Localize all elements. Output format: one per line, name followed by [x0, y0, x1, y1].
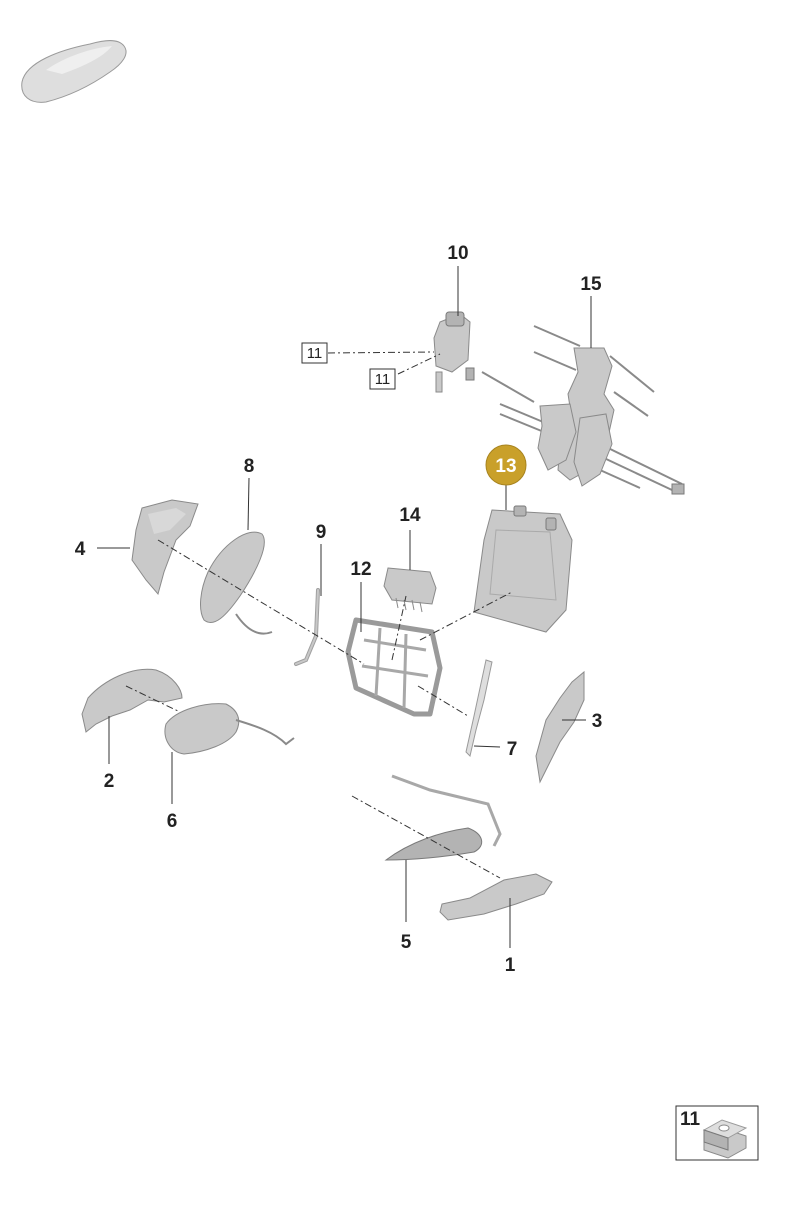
part-4-side-cover[interactable] [131, 499, 199, 596]
grommet-icon [702, 1119, 748, 1159]
legend-part-11[interactable]: 11 [675, 1105, 759, 1161]
callout-5[interactable]: 5 [401, 932, 412, 953]
svg-text:11: 11 [680, 1109, 701, 1130]
boxed-ref-11-b[interactable]: 11 [369, 368, 396, 390]
leader-lines [97, 266, 592, 948]
svg-text:11: 11 [375, 371, 391, 388]
part-7-trim-strip[interactable] [465, 659, 493, 757]
part-10-actuator[interactable] [433, 311, 471, 393]
part-12-frame[interactable] [345, 617, 443, 717]
callout-14[interactable]: 14 [399, 505, 421, 526]
part-1-lower-trim[interactable] [439, 873, 553, 921]
callout-3[interactable]: 3 [592, 711, 603, 732]
part-15-harness[interactable] [465, 325, 685, 495]
callout-4[interactable]: 4 [75, 539, 86, 560]
assembly-lines [125, 351, 513, 879]
callout-9[interactable]: 9 [316, 522, 327, 543]
callout-2[interactable]: 2 [104, 771, 115, 792]
svg-text:11: 11 [307, 345, 323, 362]
callout-7[interactable]: 7 [507, 739, 518, 760]
part-6-cushion[interactable] [164, 703, 295, 755]
part-5-cushion-panel[interactable] [384, 774, 502, 861]
callout-13-highlight[interactable]: 13 [485, 444, 527, 486]
part-9-bracket[interactable] [294, 588, 320, 666]
callout-6[interactable]: 6 [167, 811, 178, 832]
svg-text:13: 13 [495, 456, 516, 477]
part-8-bolster-cushion[interactable] [200, 531, 273, 635]
callout-15[interactable]: 15 [580, 274, 602, 295]
callout-10[interactable]: 10 [447, 243, 468, 264]
boxed-ref-11-a[interactable]: 11 [301, 342, 328, 364]
callout-12[interactable]: 12 [350, 559, 371, 580]
callouts: 10 15 8 14 9 4 12 3 7 2 6 5 1 [75, 243, 603, 976]
callout-8[interactable]: 8 [244, 456, 255, 477]
part-13-backrest-panel[interactable] [473, 505, 573, 633]
part-2-side-cover[interactable] [81, 668, 183, 733]
car-thumbnail[interactable] [21, 40, 127, 103]
callout-1[interactable]: 1 [505, 955, 516, 976]
part-14-control-module[interactable] [383, 567, 437, 613]
part-3-trim-cover[interactable] [535, 670, 585, 784]
